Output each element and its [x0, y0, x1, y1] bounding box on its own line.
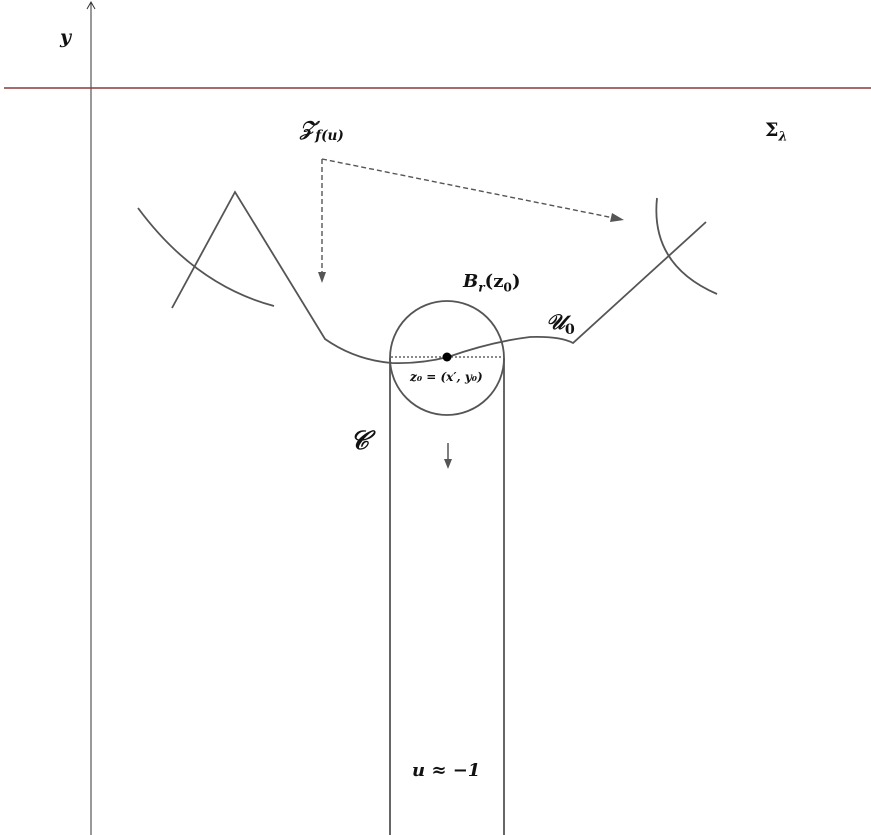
sigma-subscript: λ [778, 129, 788, 145]
sigma-label: Σλ [765, 121, 788, 144]
c-set-symbol: 𝒞 [350, 426, 369, 456]
point-z0 [442, 352, 452, 362]
y-axis-label: y [60, 28, 71, 47]
ball-argument: (z [484, 271, 504, 292]
down-arrow-icon [444, 459, 452, 469]
z-set-subscript: f(u) [315, 127, 344, 144]
z-set-label: 𝒵f(u) [300, 118, 344, 143]
right-arc [655, 197, 718, 295]
u0-subscript: 0 [564, 321, 575, 338]
ball-subscript: r [478, 280, 485, 295]
point-equation-label: z₀ = (x′, y₀) [410, 371, 483, 383]
u-value-text: u ≈ −1 [412, 760, 481, 781]
dashed-arrow-right-head-icon [610, 213, 624, 222]
y-axis-label-text: y [60, 26, 72, 48]
z-set-symbol: 𝒵 [300, 116, 316, 140]
y-axis-arrow-icon [86, 0, 96, 10]
point-equation-text: z₀ = (x′, y₀) [410, 370, 483, 384]
dashed-arrow-down-head-icon [318, 272, 326, 283]
dashed-arrow-right [321, 158, 615, 219]
u0-curve [171, 190, 707, 365]
ball-argument-subscript: 0 [503, 280, 512, 295]
u-value-label: u ≈ −1 [412, 762, 480, 780]
ball-symbol: B [463, 271, 479, 292]
c-set-label: 𝒞 [350, 428, 369, 454]
u0-symbol: 𝒰 [546, 309, 565, 334]
ball-close-paren: ) [511, 271, 521, 292]
left-arc [137, 207, 275, 307]
ball-label: Br(z0) [463, 273, 520, 294]
u0-label: 𝒰0 [546, 311, 575, 337]
sigma-symbol: Σ [765, 119, 779, 141]
